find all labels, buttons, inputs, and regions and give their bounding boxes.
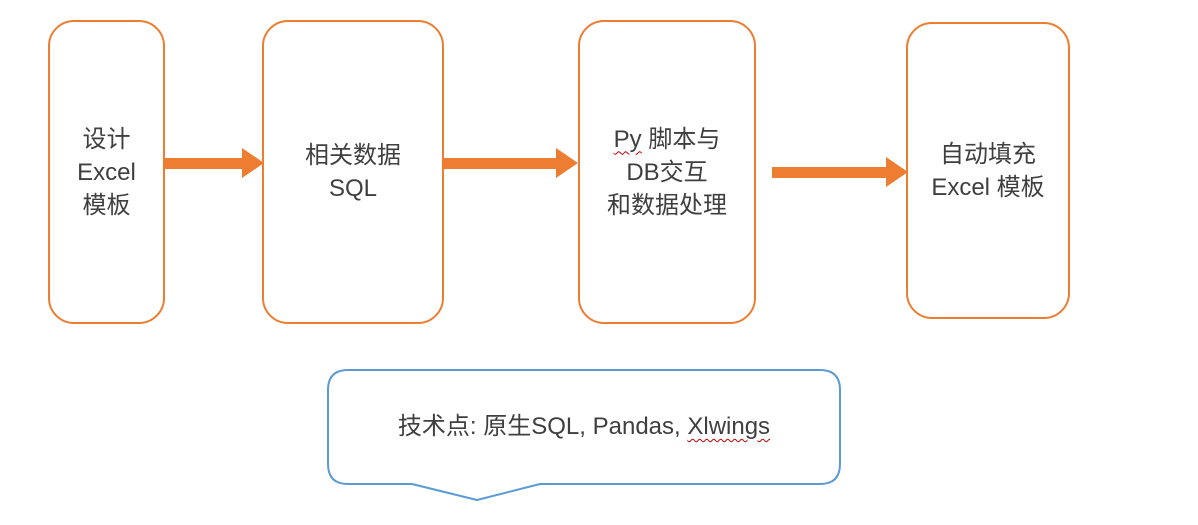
- callout-text: 技术点: 原生SQL, Pandas, Xlwings: [398, 411, 770, 443]
- flow-arrow-1-head: [242, 148, 264, 178]
- flow-step-related-data-sql: 相关数据 SQL: [262, 20, 444, 324]
- misspelled-word: Xlwings: [687, 413, 771, 440]
- flow-step-autofill-excel-template: 自动填充 Excel 模板: [906, 22, 1070, 319]
- flow-arrow-3-head: [886, 157, 908, 187]
- box-text-line: 设计: [82, 125, 131, 153]
- callout-text-prefix: 技术点: 原生SQL, Pandas,: [397, 413, 688, 440]
- misspelled-word: Py: [613, 125, 642, 153]
- box-text-line: SQL: [328, 175, 378, 202]
- flow-step-python-db-processing: Py 脚本与 DB交互 和数据处理: [578, 20, 756, 324]
- box-text-line: 和数据处理: [607, 191, 727, 219]
- box-text-segment: 脚本与: [641, 125, 721, 153]
- box-text-line: Excel 模板: [931, 173, 1045, 201]
- flow-step-design-excel-template: 设计 Excel 模板: [48, 20, 165, 324]
- box-text-line: DB交互: [626, 158, 708, 186]
- flow-arrow-1-shaft: [164, 158, 242, 169]
- flow-arrow-2-shaft: [444, 158, 556, 169]
- box-text-line: Py 脚本与: [614, 123, 721, 156]
- box-text-line: 自动填充: [940, 140, 1036, 168]
- box-text-line: Excel: [77, 158, 136, 186]
- flow-arrow-2-head: [556, 148, 578, 178]
- flow-arrow-3-shaft: [772, 167, 886, 178]
- box-text-line: 模板: [82, 191, 131, 219]
- callout-tech-notes: 技术点: 原生SQL, Pandas, Xlwings: [328, 370, 840, 484]
- box-text-line: 相关数据: [305, 142, 401, 169]
- callout-bubble-shape: [327, 369, 841, 501]
